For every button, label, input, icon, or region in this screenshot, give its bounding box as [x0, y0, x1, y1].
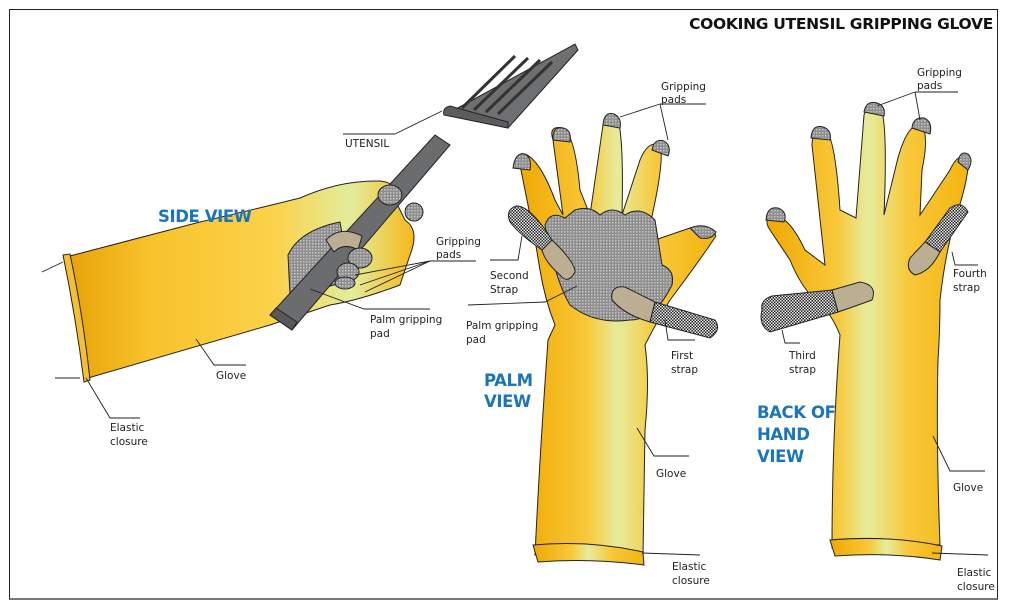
third-strap-label-2: strap	[789, 364, 816, 376]
second-strap	[508, 205, 553, 251]
diagram-title: COOKING UTENSIL GRIPPING GLOVE	[689, 15, 993, 33]
side-view: SIDE VIEW UTENSIL Gripping pads Palm gri…	[41, 43, 579, 448]
back-elastic-label-2: closure	[957, 581, 995, 593]
fourth-strap-label: Fourth	[953, 268, 987, 280]
fourth-strap	[924, 204, 969, 253]
fourth-strap-label-2: strap	[953, 282, 980, 294]
first-strap-label: First	[671, 350, 693, 362]
back-gripping-pads-label: Gripping	[917, 67, 962, 79]
first-strap-label-2: strap	[671, 364, 698, 376]
palm-elastic-label: Elastic	[672, 561, 706, 573]
back-elastic-label: Elastic	[957, 567, 991, 579]
back-view-heading-2: HAND	[757, 425, 809, 444]
palm-elastic-label-2: closure	[672, 575, 710, 587]
third-strap	[760, 289, 839, 333]
third-strap-label: Third	[788, 350, 816, 362]
back-glove-label: Glove	[953, 482, 983, 494]
back-view: BACK OF HAND VIEW Gripping pads Fourth s…	[757, 67, 995, 593]
palm-gripping-pads-label-2: pads	[661, 94, 686, 106]
side-elastic-closure	[62, 253, 91, 383]
palm-glove-body	[517, 114, 717, 556]
palm-view-heading: PALM	[484, 371, 533, 390]
palm-gripping-pads-label: Gripping	[661, 81, 706, 93]
side-gripping-pads-label-2: pads	[436, 249, 461, 261]
side-elastic-label-2: closure	[110, 436, 148, 448]
side-gripping-pads-label: Gripping	[436, 236, 481, 248]
back-view-heading: BACK OF	[757, 403, 835, 422]
back-view-heading-3: VIEW	[757, 447, 804, 466]
utensil-label: UTENSIL	[345, 138, 389, 150]
side-glove-label: Glove	[216, 370, 246, 382]
palm-gripping-pad	[544, 207, 673, 322]
palm-pad-label: Palm gripping	[466, 320, 538, 332]
side-elastic-label: Elastic	[110, 422, 144, 434]
side-palm-pad-label-2: pad	[370, 328, 390, 340]
diagram-frame	[9, 9, 998, 600]
palm-glove-label: Glove	[656, 468, 686, 480]
side-palm-pad-label: Palm gripping	[370, 314, 442, 326]
palm-elastic-closure	[532, 543, 645, 566]
back-glove-body	[766, 104, 969, 549]
second-strap-label-2: Strap	[490, 284, 519, 296]
back-elastic-closure	[829, 537, 943, 561]
palm-view: PALM VIEW Gripping pads Second Strap Pal…	[466, 81, 719, 587]
second-strap-label: Second	[490, 270, 529, 282]
palm-view-heading-2: VIEW	[484, 392, 531, 411]
back-gripping-pads-label-2: pads	[917, 80, 942, 92]
first-strap	[649, 301, 719, 339]
side-view-heading: SIDE VIEW	[158, 207, 252, 226]
palm-pad-label-2: pad	[466, 334, 486, 346]
